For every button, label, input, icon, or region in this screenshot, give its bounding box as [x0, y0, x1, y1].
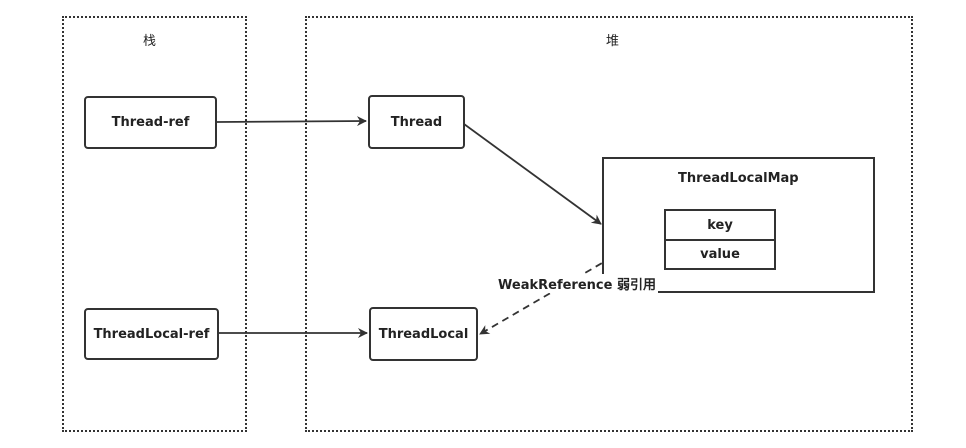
threadlocal-label: ThreadLocal	[378, 326, 469, 342]
key-label: key	[707, 217, 733, 233]
threadlocal-ref-label: ThreadLocal-ref	[93, 326, 210, 342]
threadlocal-ref-node: ThreadLocal-ref	[84, 308, 219, 360]
edge-thread-to-map	[463, 123, 602, 225]
map-value-cell: value	[664, 239, 776, 270]
thread-label: Thread	[390, 114, 443, 130]
threadlocalmap-node	[602, 157, 875, 293]
thread-ref-node: Thread-ref	[84, 96, 217, 149]
heap-title: 堆	[606, 34, 620, 49]
heap-region	[305, 16, 913, 432]
stack-region	[62, 16, 247, 432]
value-label: value	[700, 247, 740, 262]
thread-node: Thread	[368, 95, 465, 149]
stack-title: 栈	[143, 34, 157, 49]
thread-ref-label: Thread-ref	[111, 115, 190, 130]
map-key-cell: key	[664, 209, 776, 241]
edge-threadref-to-thread	[216, 116, 367, 127]
threadlocal-node: ThreadLocal	[369, 307, 478, 361]
weak-reference-label: WeakReference 弱引用	[496, 274, 658, 293]
threadlocalmap-title: ThreadLocalMap	[678, 171, 799, 186]
